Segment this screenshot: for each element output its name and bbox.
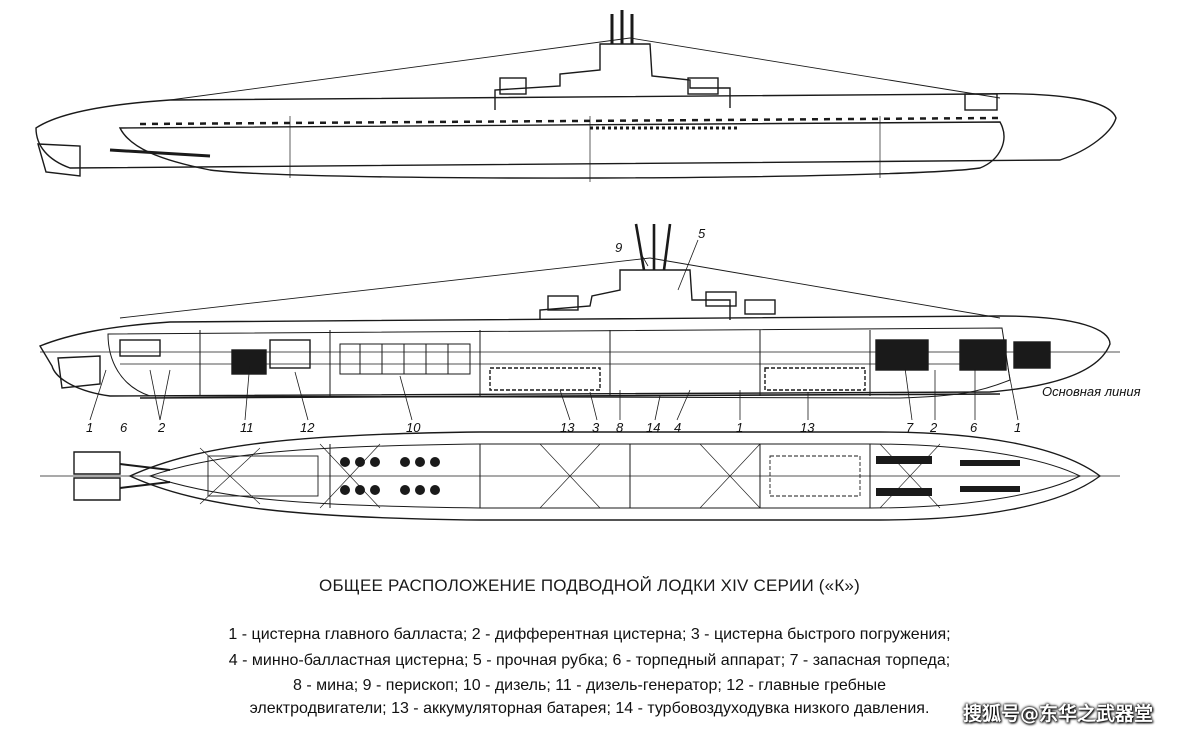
callout-label: 12 <box>300 420 315 435</box>
submarine-drawing: 9 5 1 6 2 11 12 10 13 3 8 14 4 1 13 7 2 … <box>35 10 1141 521</box>
diagram-title: ОБЩЕЕ РАСПОЛОЖЕНИЕ ПОДВОДНОЙ ЛОДКИ XIV С… <box>319 576 860 595</box>
legend-line-2: 4 - минно-балластная цистерна; 5 - прочн… <box>228 652 951 669</box>
callout-conning-tower: 5 <box>698 226 706 241</box>
longitudinal-section-view <box>38 223 1120 421</box>
section-callouts-top: 9 5 <box>615 226 706 255</box>
callout-label: 3 <box>592 420 600 435</box>
callout-label: 1 <box>1014 420 1021 435</box>
callout-label: 6 <box>120 420 128 435</box>
external-profile-view <box>35 10 1117 182</box>
callout-label: 2 <box>157 420 166 435</box>
callout-label: 1 <box>736 420 743 435</box>
baseline-label: Основная линия <box>1042 384 1141 399</box>
callout-label: 1 <box>86 420 93 435</box>
callout-label: 10 <box>406 420 421 435</box>
callout-label: 7 <box>906 420 914 435</box>
callout-periscope: 9 <box>615 240 622 255</box>
plan-view <box>40 431 1120 521</box>
legend-line-3: 8 - мина; 9 - перископ; 10 - дизель; 11 … <box>293 677 886 694</box>
section-callouts-bottom: 1 6 2 11 12 10 13 3 8 14 4 1 13 7 2 6 1 <box>86 420 1021 435</box>
callout-label: 8 <box>616 420 624 435</box>
callout-label: 2 <box>929 420 938 435</box>
callout-label: 4 <box>674 420 681 435</box>
legend-line-1: 1 - цистерна главного балласта; 2 - дифф… <box>228 626 951 643</box>
callout-label: 6 <box>970 420 978 435</box>
callout-label: 13 <box>800 420 815 435</box>
callout-label: 11 <box>240 420 254 435</box>
callout-label: 13 <box>560 420 575 435</box>
callout-label: 14 <box>646 420 660 435</box>
legend-line-4: электродвигатели; 13 - аккумуляторная ба… <box>249 700 930 717</box>
watermark: 搜狐号@东华之武器堂 <box>962 703 1153 725</box>
